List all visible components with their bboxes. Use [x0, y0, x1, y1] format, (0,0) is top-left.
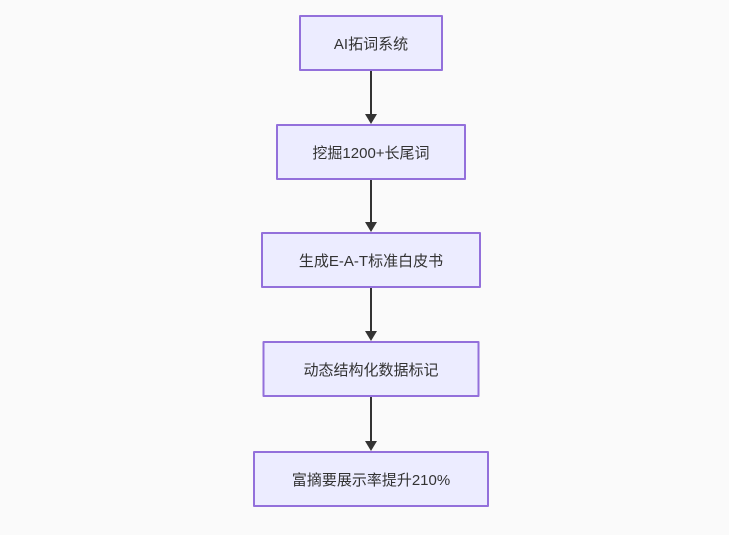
node-label: 动态结构化数据标记 — [303, 361, 439, 379]
arrow-line — [370, 397, 372, 441]
flowchart-edge-2 — [365, 180, 377, 232]
node-label: 富摘要展示率提升210% — [291, 471, 451, 489]
arrow-head-icon — [365, 441, 377, 451]
flowchart-edge-4 — [365, 397, 377, 451]
arrow-head-icon — [365, 222, 377, 232]
flowchart-node-eat-whitepaper: 生成E-A-T标准白皮书 — [261, 232, 481, 288]
flowchart-node-longtail-mining: 挖掘1200+长尾词 — [276, 124, 466, 180]
flowchart-node-structured-data-markup: 动态结构化数据标记 — [262, 341, 480, 397]
flowchart-node-ai-keyword-system: AI拓词系统 — [299, 15, 443, 71]
arrow-head-icon — [365, 114, 377, 124]
node-label: 生成E-A-T标准白皮书 — [298, 252, 444, 270]
arrow-line — [370, 71, 372, 114]
node-label: AI拓词系统 — [333, 35, 409, 53]
flowchart-edge-1 — [365, 71, 377, 124]
arrow-line — [370, 180, 372, 222]
arrow-line — [370, 288, 372, 331]
flowchart-node-rich-snippet-result: 富摘要展示率提升210% — [253, 451, 489, 507]
arrow-head-icon — [365, 331, 377, 341]
node-label: 挖掘1200+长尾词 — [312, 144, 430, 162]
flowchart-edge-3 — [365, 288, 377, 341]
